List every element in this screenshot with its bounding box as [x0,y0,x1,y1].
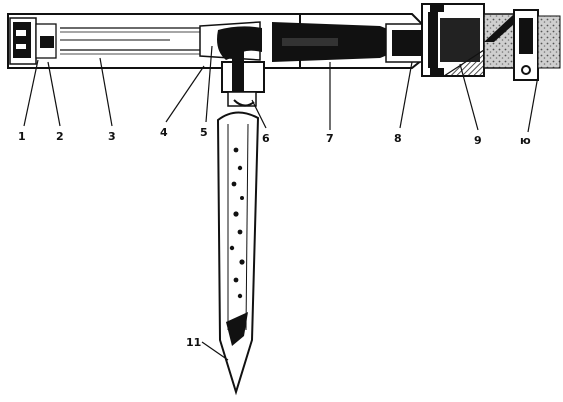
label-1: 1 [18,130,26,143]
callout-labels: 1 2 3 4 5 6 7 8 9 ю 11 [18,126,531,349]
leader-lines [23,45,539,361]
horizontal-barrel [7,3,561,81]
label-10: ю [520,134,531,147]
perforated-probe [216,111,260,396]
label-7: 7 [326,132,334,145]
label-5: 5 [200,126,208,139]
label-11: 11 [186,336,201,349]
label-2: 2 [56,130,64,143]
label-6: 6 [262,132,270,145]
vertical-fitting [221,48,265,107]
label-4: 4 [160,126,168,139]
label-3: 3 [108,130,116,143]
label-8: 8 [394,132,402,145]
label-9: 9 [474,134,482,147]
